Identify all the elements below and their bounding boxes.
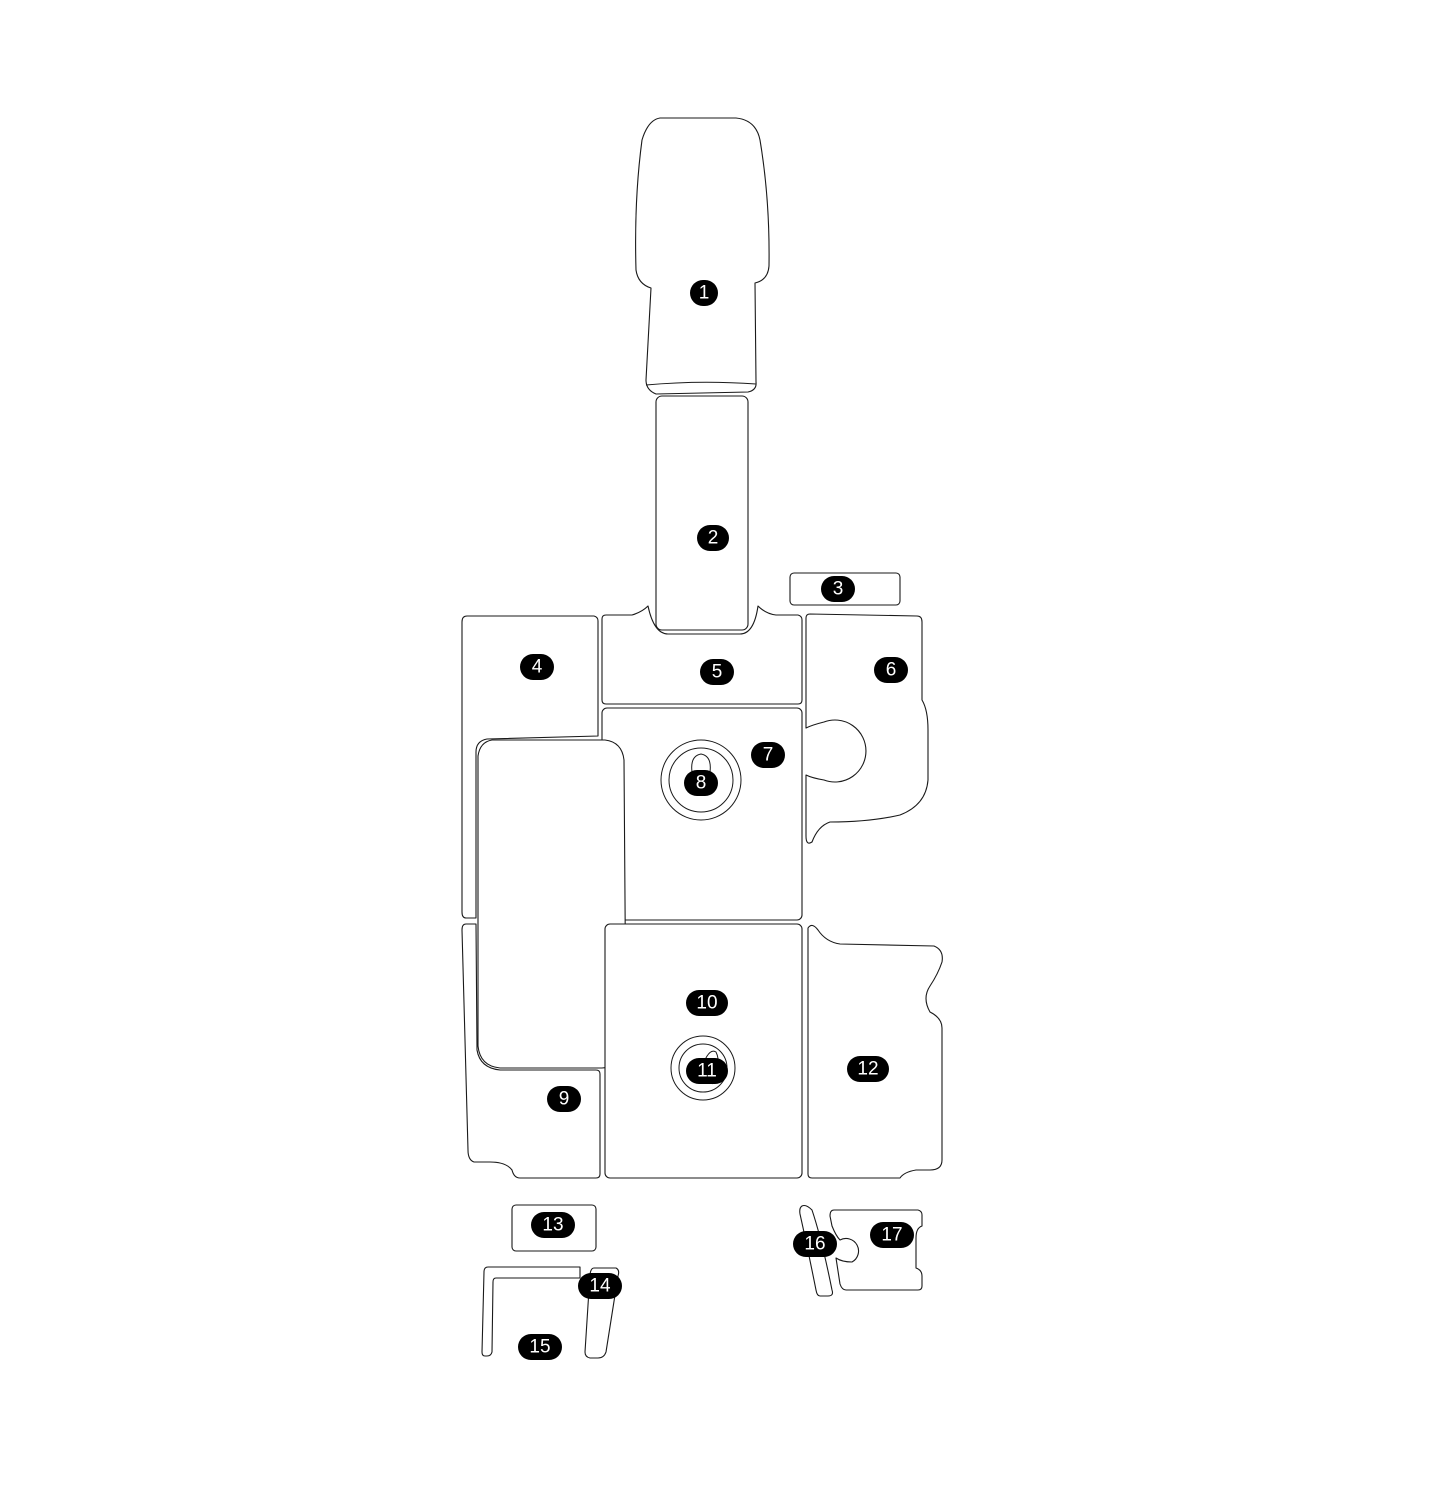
- badge-9: 9: [547, 1086, 581, 1112]
- badge-1: 1: [690, 280, 718, 306]
- drain-notch-8: [691, 753, 711, 773]
- badge-3-label: 3: [833, 579, 844, 600]
- badge-14-label: 14: [589, 1276, 611, 1297]
- badge-11: 11: [686, 1058, 728, 1084]
- badge-10-label: 10: [696, 993, 717, 1014]
- badge-5: 5: [700, 659, 734, 685]
- panel-4: [461, 615, 599, 919]
- badge-12-label: 12: [857, 1059, 878, 1080]
- panel-1-inner-edge: [645, 381, 757, 386]
- badge-15-label: 15: [529, 1337, 550, 1358]
- badge-3: 3: [821, 576, 855, 602]
- badge-7: 7: [751, 742, 785, 768]
- panel-9-outer: [461, 923, 601, 1179]
- badge-2: 2: [697, 525, 729, 551]
- badge-13: 13: [531, 1212, 575, 1238]
- badge-7-label: 7: [763, 745, 774, 766]
- badge-8: 8: [684, 770, 718, 796]
- badge-16-label: 16: [804, 1234, 825, 1255]
- badge-5-label: 5: [712, 662, 723, 683]
- panel-2: [655, 395, 749, 631]
- drain-ring-outer-11: [670, 1035, 736, 1101]
- badge-17: 17: [870, 1222, 914, 1248]
- badge-6: 6: [874, 657, 908, 683]
- badge-10: 10: [686, 990, 728, 1016]
- badge-9-label: 9: [559, 1089, 570, 1110]
- panel-1: [635, 117, 770, 395]
- badge-14: 14: [578, 1273, 622, 1299]
- badge-6-label: 6: [886, 660, 897, 681]
- badge-15: 15: [518, 1334, 562, 1360]
- badge-4-label: 4: [532, 657, 543, 678]
- panel-6: [805, 613, 929, 844]
- badge-11-label: 11: [697, 1061, 717, 1082]
- badge-1-label: 1: [699, 283, 710, 304]
- panel-17: [829, 1209, 923, 1291]
- badge-16: 16: [793, 1231, 837, 1257]
- badge-2-label: 2: [708, 528, 719, 549]
- drain-ring-inner-8: [668, 747, 734, 813]
- badge-4: 4: [520, 654, 554, 680]
- badge-13-label: 13: [542, 1215, 563, 1236]
- panel-15: [481, 1266, 581, 1357]
- panel-9-inner: [477, 739, 627, 1069]
- panel-10: [604, 923, 803, 1179]
- badge-8-label: 8: [696, 773, 707, 794]
- badge-17-label: 17: [881, 1225, 902, 1246]
- panel-12: [807, 924, 943, 1179]
- badge-12: 12: [847, 1056, 889, 1082]
- panel-5: [601, 605, 803, 705]
- drain-ring-outer-8: [660, 739, 742, 821]
